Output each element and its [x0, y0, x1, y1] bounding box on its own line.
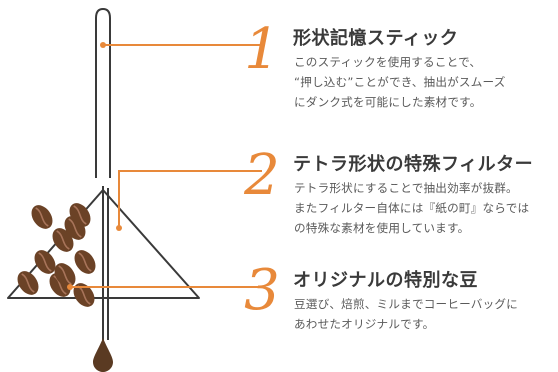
- coffee-bean: [52, 228, 74, 252]
- feature-2-line-3: の特殊な素材を使用しています。: [294, 221, 470, 235]
- feature-2-description: テトラ形状にすることで抽出効率が抜群。 またフィルター自体には『紙の町』ならでは…: [294, 178, 556, 238]
- leader-2-dot: [116, 225, 122, 231]
- leader-3-dot: [67, 284, 73, 290]
- leader-1-dot: [100, 42, 106, 48]
- feature-3-line-2: あわせたオリジナルです。: [294, 317, 435, 331]
- feature-2-line-1: テトラ形状にすることで抽出効率が抜群。: [294, 181, 518, 195]
- coffee-drop-icon: [93, 338, 113, 372]
- coffee-bean: [31, 205, 53, 229]
- coffee-bean: [64, 216, 86, 240]
- feature-2-title: テトラ形状の特殊フィルター: [293, 154, 534, 175]
- feature-1-number: 1: [244, 17, 280, 82]
- feature-1-description: このスティックを使用することで、 “押し込む”ことができ、抽出がスムーズ にダン…: [294, 52, 556, 112]
- feature-3-number: 3: [244, 258, 280, 323]
- feature-1-line-2: “押し込む”ことができ、抽出がスムーズ: [294, 75, 506, 89]
- feature-1-line-3: にダンク式を可能にした素材です。: [294, 95, 482, 109]
- shape-memory-stick: [95, 7, 111, 178]
- feature-3-line-1: 豆選び、焙煎、ミルまでコーヒーバッグに: [294, 297, 518, 311]
- coffee-bean: [17, 271, 39, 295]
- feature-1-title: 形状記憶スティック: [293, 28, 459, 49]
- coffee-bean: [54, 263, 76, 287]
- feature-2-line-2: またフィルター自体には『紙の町』ならでは: [294, 201, 530, 215]
- callout-leaders: [67, 42, 262, 290]
- feature-1-line-1: このスティックを使用することで、: [294, 55, 482, 69]
- feature-3-description: 豆選び、焙煎、ミルまでコーヒーバッグに あわせたオリジナルです。: [294, 294, 556, 334]
- feature-2-number: 2: [244, 143, 280, 208]
- leader-2: [118, 170, 262, 228]
- feature-3-title: オリジナルの特別な豆: [293, 270, 478, 291]
- coffee-bean: [74, 250, 96, 274]
- coffee-beans: [17, 203, 96, 307]
- coffee-bean: [34, 250, 56, 274]
